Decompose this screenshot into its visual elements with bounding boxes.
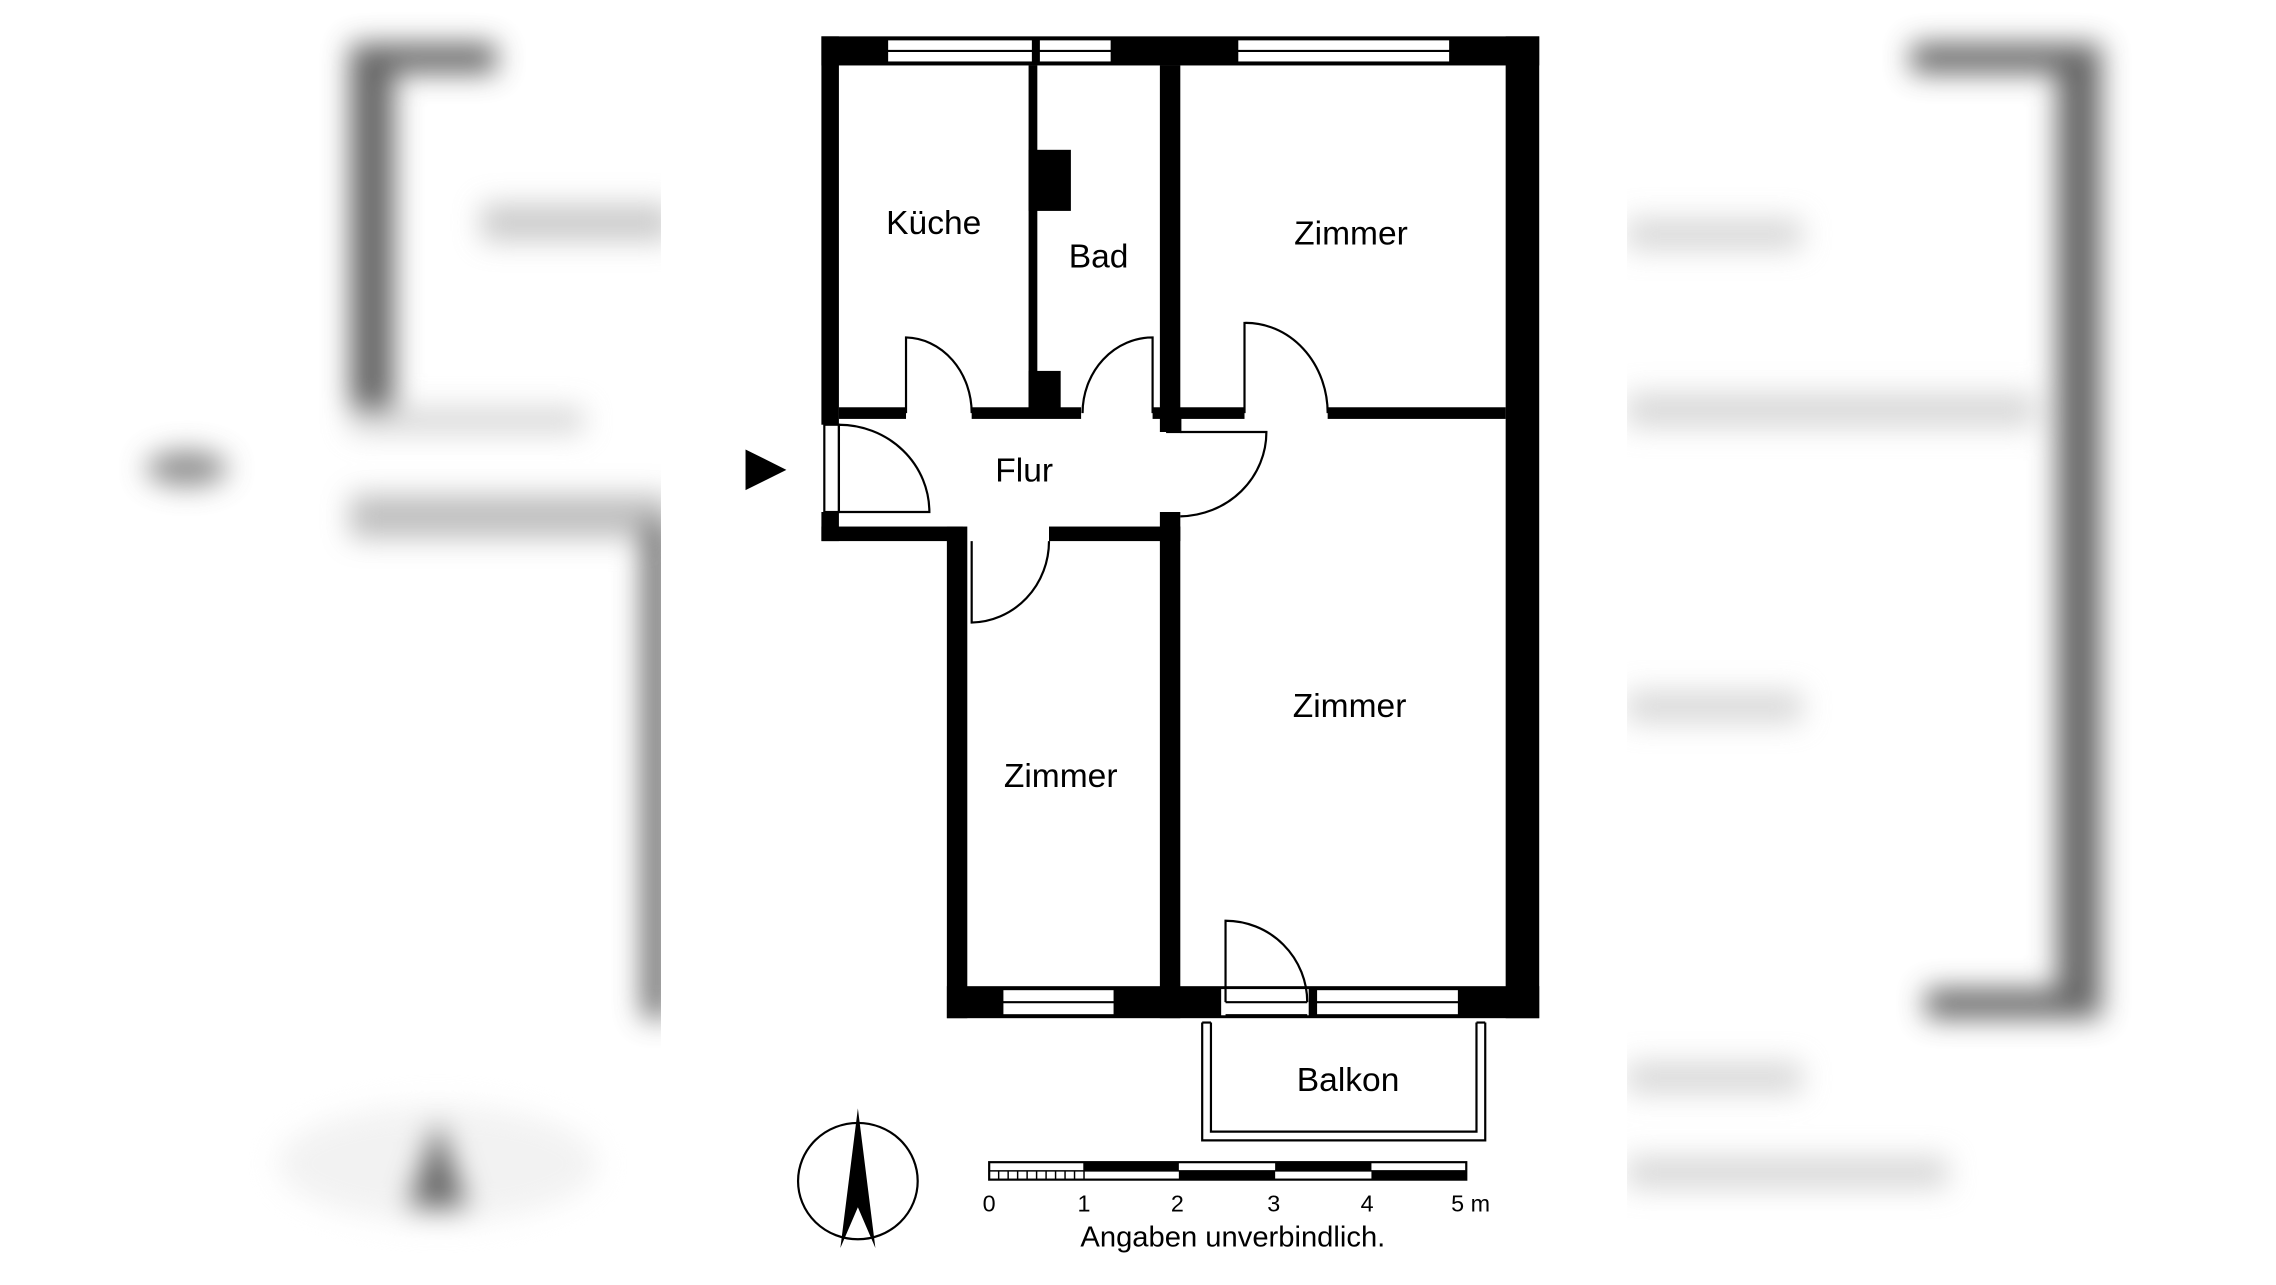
scale-tick-1: 1 (1078, 1191, 1091, 1217)
scale-tick-3: 3 (1267, 1191, 1280, 1217)
walls (821, 36, 1540, 1019)
room-label-zimmer-top-right: Zimmer (1294, 215, 1408, 252)
room-label-balkon: Balkon (1297, 1062, 1400, 1099)
room-label-kueche: Küche (886, 205, 981, 242)
room-label-bad: Bad (1069, 239, 1129, 276)
room-label-flur: Flur (995, 452, 1053, 489)
entrance-arrow-icon (745, 449, 787, 491)
balcony (1201, 1021, 1487, 1142)
scale-bar: 0 1 2 3 4 5 m (983, 1161, 1490, 1217)
scale-tick-4: 4 (1361, 1191, 1374, 1217)
room-label-zimmer-small: Zimmer (1004, 758, 1118, 795)
doors (823, 321, 1329, 1003)
scale-tick-2: 2 (1171, 1191, 1184, 1217)
scale-tick-5: 5 m (1451, 1191, 1490, 1217)
scale-tick-0: 0 (983, 1191, 996, 1217)
disclaimer-text: Angaben unverbindlich. (1080, 1222, 1385, 1254)
north-arrow-icon (796, 1108, 919, 1248)
room-label-zimmer-large: Zimmer (1293, 688, 1407, 725)
